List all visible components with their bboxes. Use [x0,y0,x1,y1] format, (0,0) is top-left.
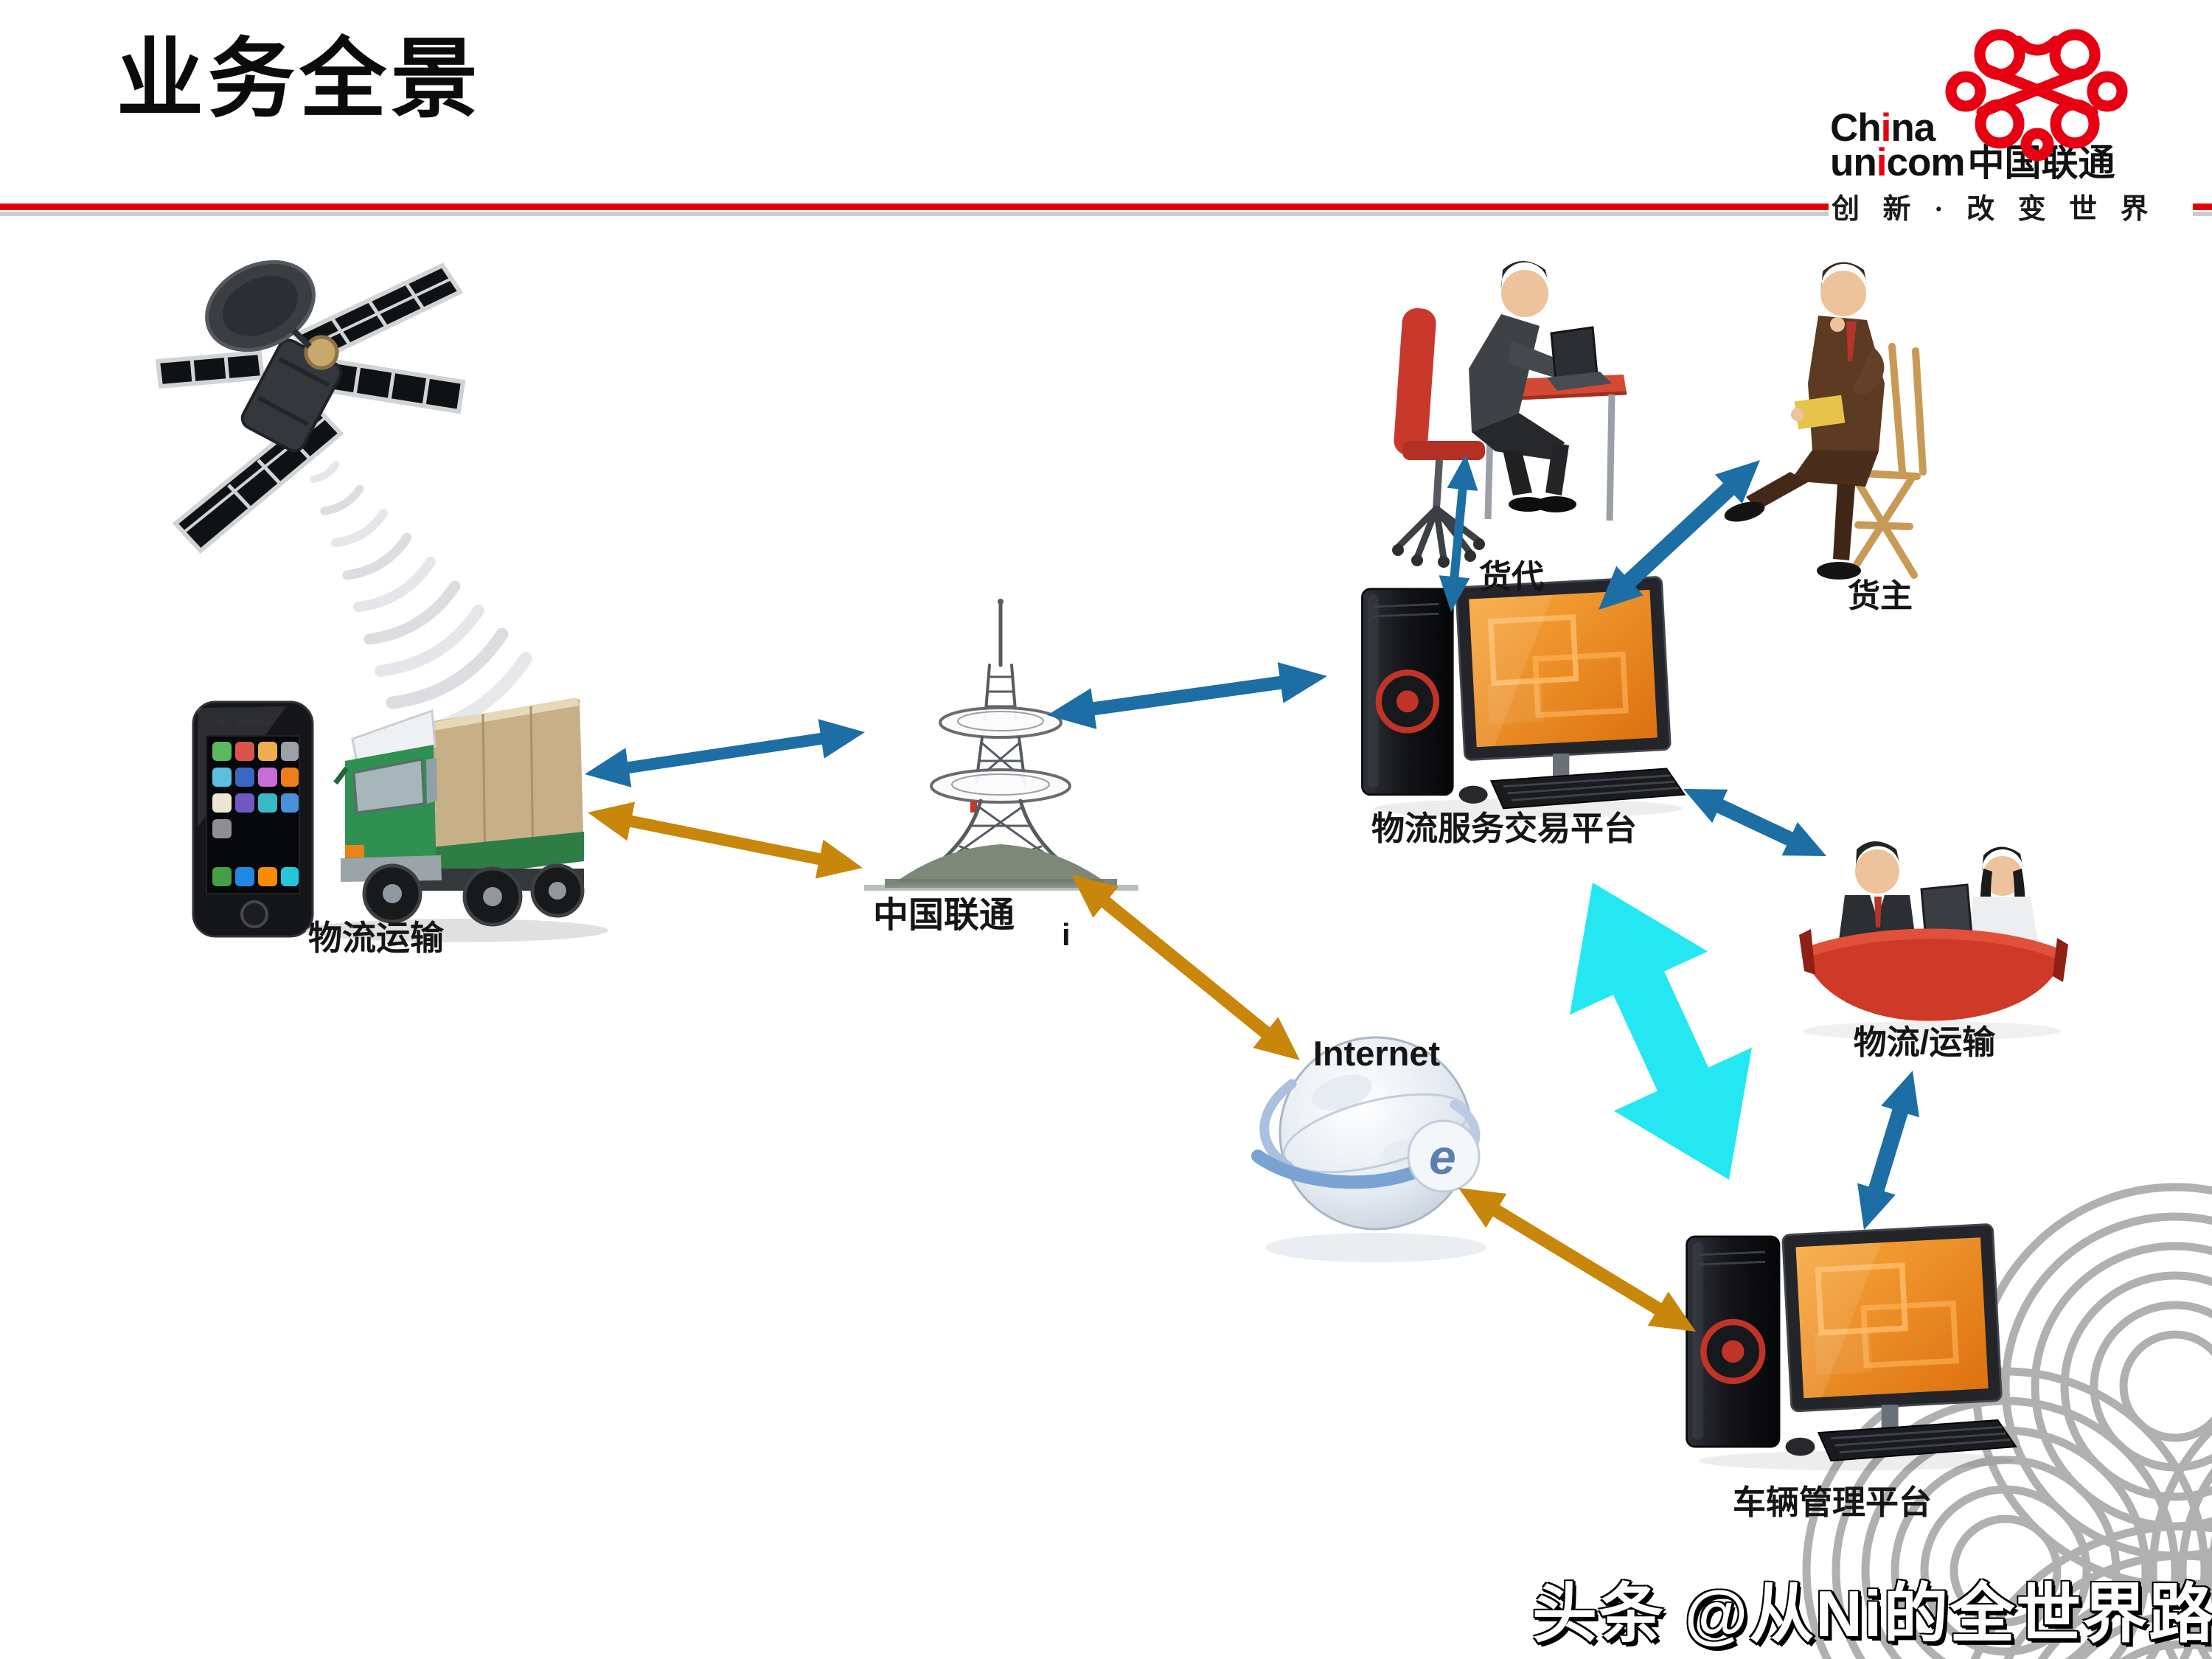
arrow-truck-tower-orange [588,801,863,879]
label-internet: Internet [1312,1034,1441,1073]
label-transport: 物流运输 [308,919,444,957]
label-vehicle-platform: 车辆管理平台 [1732,1484,1932,1521]
brand-line2: unicom中国联通 [1830,141,2115,184]
forwarder-illustration [1392,261,1627,568]
truck-illustration [306,698,608,942]
label-forwarder: 货代 [1479,559,1544,595]
arrow-truck-tower-blue [585,719,865,787]
satellite-illustration [155,260,532,742]
label-tower-stray-i: i [1062,917,1071,952]
arrow-owner-platform-blue [1599,460,1760,610]
smartphone-illustration [192,700,314,938]
arrow-internet-vehicle-orange [1458,1188,1696,1332]
telecom-tower-illustration [864,599,1138,891]
label-logistics-partner: 物流/运输 [1853,1023,1996,1061]
watermark-text: 头条 @从Ni的全世界路过 [1532,1577,2212,1650]
divider-red-left [0,204,1829,210]
arrow-platform-partner-blue [1683,789,1826,856]
page-title: 业务全景 [116,31,483,128]
china-unicom-knot-logo [1945,29,2128,161]
cargo-owner-illustration [1724,262,1927,580]
arrow-partner-vehicle-blue [1857,1071,1919,1230]
arrow-platforms-cyan [1570,883,1752,1180]
divider-red-right [2193,204,2212,210]
arrow-forwarder-platform-blue [1439,454,1478,612]
corner-watermark-pattern [1802,1183,2212,1659]
arrow-tower-internet-orange [1071,874,1300,1060]
vehicle-platform-pc-illustration [1687,1224,2017,1470]
logistics-partner-illustration [1799,841,2068,1040]
e-badge: e [1429,1130,1456,1184]
trade-platform-pc-illustration [1362,577,1684,818]
brand-tagline: 创 新 · 改 变 世 界 [1832,194,2157,225]
arrow-layer [585,454,1919,1332]
label-trade-platform: 物流服务交易平台 [1371,810,1637,847]
satellite-beam [310,461,532,742]
label-cargo-owner: 货主 [1848,578,1913,614]
divider-shadow-right [2193,212,2212,216]
internet-globe-illustration: e [1251,1036,1486,1262]
label-tower: 中国联通 [872,896,1015,935]
brand-wordmark: China unicom中国联通 [1830,106,2115,184]
divider-shadow-left [0,212,1829,216]
brand-line1: China [1830,106,1935,150]
arrow-tower-platform-blue [1047,662,1327,729]
